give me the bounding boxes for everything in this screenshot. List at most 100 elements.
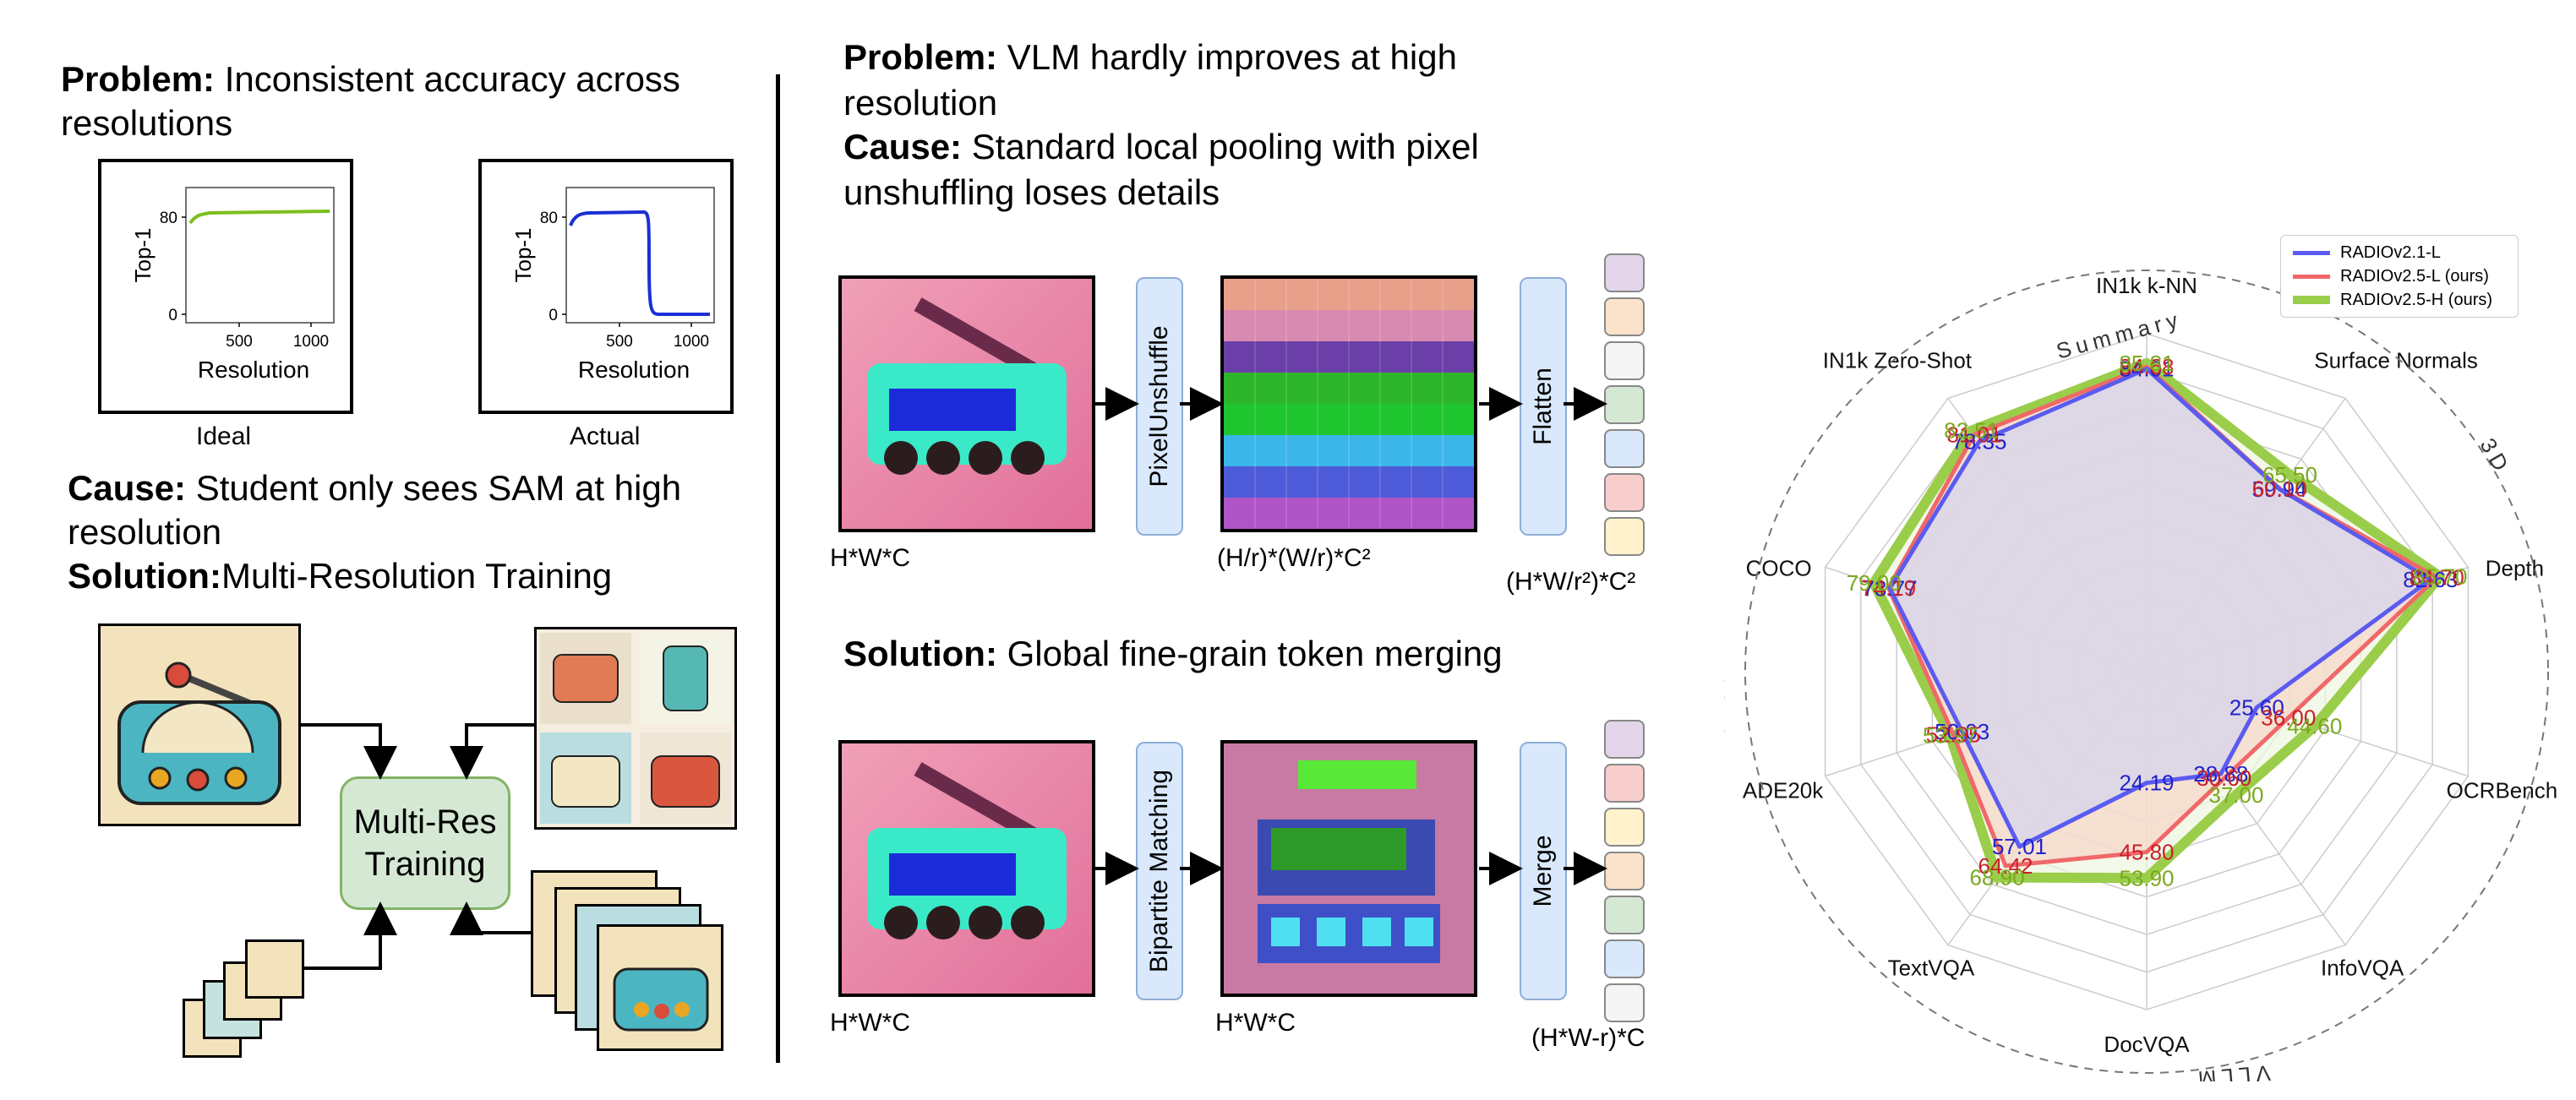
mid-problem: Problem: VLM hardly improves at high <box>843 35 1457 79</box>
legend-item: RADIOv2.5-L (ours) <box>2293 264 2518 288</box>
radar-value-label: 73.77 <box>1863 575 1918 601</box>
merged-image <box>1220 740 1477 997</box>
radar-axis-label: COCO <box>1746 555 1812 580</box>
shape-in-bottom: H*W*C <box>830 1009 910 1037</box>
radar-group-label: 3D <box>2475 433 2516 479</box>
mid-cause-text-2: unshuffling loses details <box>843 172 1220 212</box>
multires-line1: Multi-Res <box>353 803 497 841</box>
legend-label: RADIOv2.5-L (ours) <box>2340 266 2489 286</box>
multires-training-box: Multi-Res Training <box>340 776 510 910</box>
radio-image-grid <box>534 627 737 830</box>
radar-value-label: 74.19 <box>1861 575 1916 601</box>
radar-axis-label: InfoVQA <box>2321 956 2404 981</box>
left-solution-label: Solution: <box>68 556 221 596</box>
mid-problem-label: Problem: <box>843 37 998 77</box>
ideal-tick-1000: 1000 <box>293 333 329 351</box>
left-cause-text-2: resolution <box>68 512 222 552</box>
token-bot-5 <box>1604 896 1645 934</box>
radar-axis-label: IN1k k-NN <box>2096 273 2197 298</box>
arrow-small-to-box <box>304 901 397 970</box>
radar-value-label: 24.19 <box>2119 771 2174 796</box>
mid-cause-label: Cause: <box>843 127 963 166</box>
radar-value-label: 59.94 <box>2251 476 2306 502</box>
token-top-7 <box>1604 517 1645 556</box>
ideal-curve <box>188 210 330 225</box>
radar-value-label: 60.10 <box>2252 476 2307 501</box>
radar-chart: 84.0159.9482.6325.6028.8824.1957.0150.03… <box>1724 270 2558 1081</box>
mid-cause-text-1: Standard local pooling with pixel <box>971 127 1479 166</box>
mid-problem-text-2: resolution <box>843 83 998 123</box>
arrow-grid-to-box <box>450 723 534 780</box>
actual-plot-frame: 80 0 500 1000 Top-1 Resolution <box>478 159 734 414</box>
left-solution: Solution:Multi-Resolution Training <box>68 554 612 598</box>
radar-axis-label: OCRBench <box>2447 778 2558 803</box>
input-image-bottom <box>838 740 1095 997</box>
divider <box>776 74 780 1063</box>
arrow-stack-to-box <box>450 901 531 935</box>
ideal-tick-80: 80 <box>160 210 177 227</box>
radio-image-large <box>98 624 301 826</box>
radio-grid-illustration <box>540 633 731 824</box>
radar-value-label: 44.60 <box>2287 714 2342 739</box>
radar-group-ring <box>1744 270 2549 1074</box>
legend-item: RADIOv2.1-L <box>2293 241 2518 264</box>
actual-xlabel: Resolution <box>578 357 690 383</box>
actual-tick-500: 500 <box>606 333 633 351</box>
unshuffled-image <box>1220 275 1477 532</box>
left-problem-text-2: resolutions <box>61 103 233 143</box>
left-cause-label: Cause: <box>68 468 187 508</box>
token-bot-3 <box>1604 808 1645 847</box>
radar-value-label: 84.68 <box>2119 354 2174 379</box>
small-radio-4 <box>245 939 304 999</box>
stack-radio-4 <box>597 924 723 1051</box>
legend-swatch <box>2293 296 2330 304</box>
radar-axis-label: ADE20k <box>1743 778 1824 803</box>
token-bot-2 <box>1604 764 1645 803</box>
radar-value-label: 82.63 <box>2403 567 2458 592</box>
radar-group-label: VLLM <box>2192 1060 2272 1081</box>
token-top-1 <box>1604 253 1645 292</box>
radar-value-label: 37.00 <box>2208 782 2263 808</box>
legend-label: RADIOv2.1-L <box>2340 242 2441 262</box>
merge-op: Merge <box>1520 742 1567 1000</box>
radar-value-label: 50.03 <box>1935 719 1989 744</box>
ideal-xlabel: Resolution <box>198 357 309 383</box>
radar-value-label: 82.51 <box>1944 418 1999 444</box>
token-top-5 <box>1604 429 1645 468</box>
mid-solution-text: Global fine-grain token merging <box>1007 634 1503 673</box>
left-arrows <box>301 723 534 970</box>
shape-in-top: H*W*C <box>830 544 910 572</box>
left-problem: Problem: Inconsistent accuracy across <box>61 57 680 101</box>
mid-solution-label: Solution: <box>843 634 997 673</box>
radar-value-label: 85.70 <box>2412 564 2467 589</box>
actual-ylabel: Top-1 <box>510 227 536 282</box>
radar-value-label: 81.01 <box>1947 422 2002 447</box>
token-bot-1 <box>1604 720 1645 759</box>
radar-value-label: 79.00 <box>1847 570 1902 596</box>
ideal-plot: 80 0 500 1000 Top-1 Resolution <box>130 187 335 383</box>
radar-series-0 <box>1887 367 2433 849</box>
radar-value-label: 85.81 <box>2119 351 2174 376</box>
radio-illustration <box>117 662 281 805</box>
ideal-tick-0: 0 <box>168 307 177 324</box>
mid-problem-text-1: VLM hardly improves at high <box>1007 37 1457 77</box>
multires-line2: Training <box>364 846 486 883</box>
radar-value-label: 52.95 <box>1926 722 1981 747</box>
radar-value-label: 45.80 <box>2119 840 2174 865</box>
middle-arrows <box>1095 387 1607 885</box>
ideal-tick-500: 500 <box>226 333 253 351</box>
left-problem-text-1: Inconsistent accuracy across <box>224 59 680 99</box>
radar-value-label: 30.60 <box>2197 765 2251 791</box>
actual-tick-80: 80 <box>540 210 558 227</box>
radar-value-label: 53.97 <box>1923 723 1978 749</box>
shape-mid-top: (H/r)*(W/r)*C² <box>1217 544 1371 572</box>
shape-out-top: (H*W/r²)*C² <box>1506 568 1636 596</box>
token-top-3 <box>1604 341 1645 380</box>
unshuffled-grid <box>1224 279 1474 529</box>
legend-swatch <box>2293 274 2330 279</box>
legend-swatch <box>2293 250 2330 255</box>
left-solution-text: Multi-Resolution Training <box>221 556 613 596</box>
actual-label: Actual <box>570 422 641 450</box>
radar-value-label: 36.00 <box>2261 705 2316 731</box>
